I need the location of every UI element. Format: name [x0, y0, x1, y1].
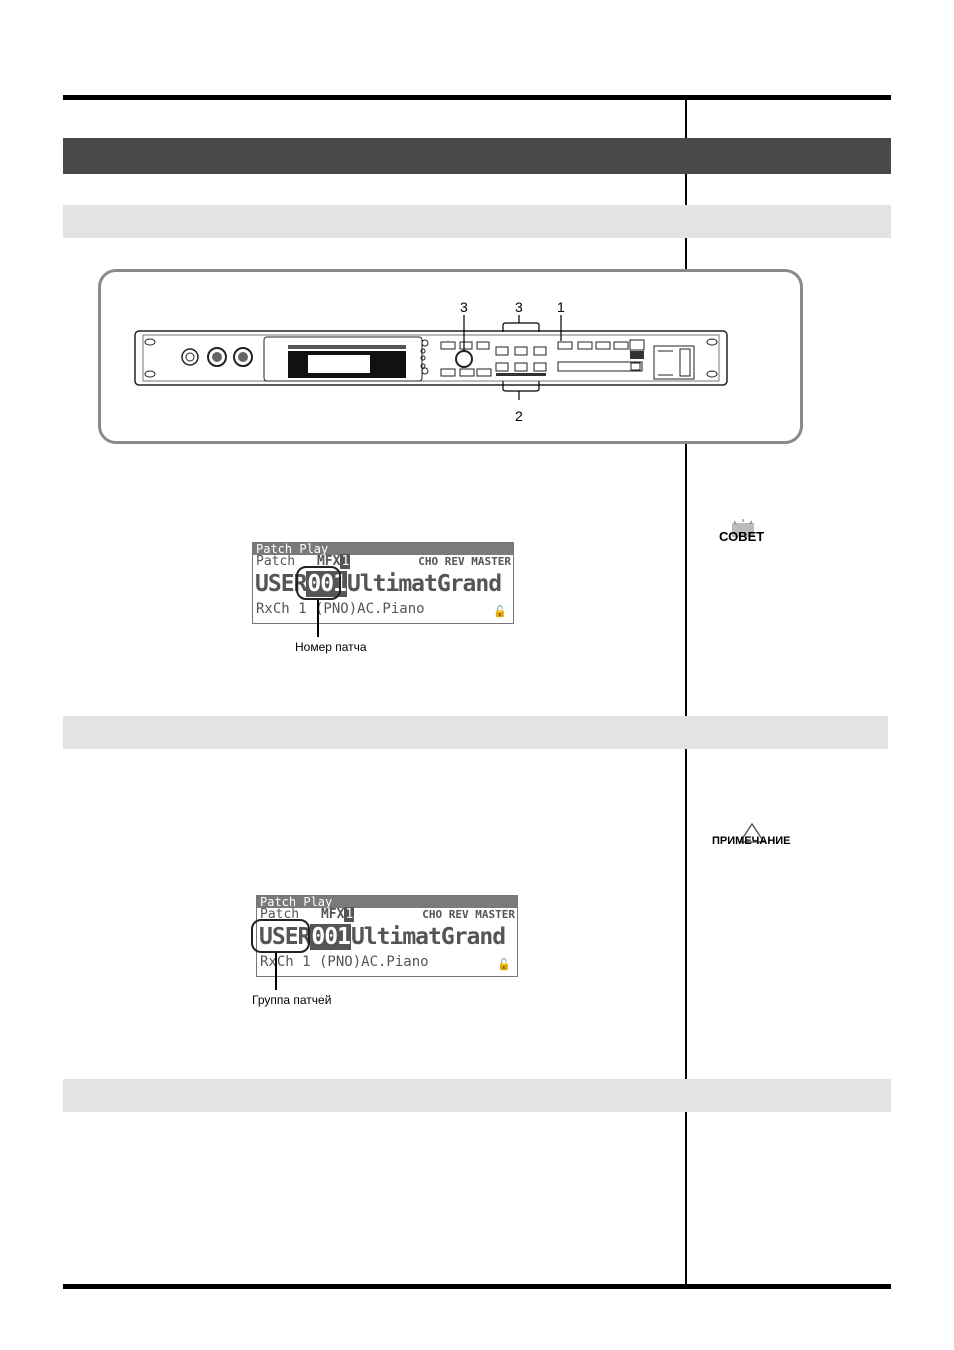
lcd-patch-name: UltimatGrand [350, 924, 506, 950]
lcd-rx-row: RxCh 1 (PNO)AC.Piano [256, 601, 425, 617]
lcd-effect-tags: CHO REV MASTER [418, 555, 511, 569]
section-heading-bar [63, 138, 891, 174]
lcd-rx-row: RxCh 1 (PNO)AC.Piano [260, 954, 429, 970]
lcd-effect-tags: CHO REV MASTER [422, 908, 515, 922]
tip-lightbulb-icon [732, 519, 754, 537]
subsection-heading-bar [63, 205, 891, 238]
note-label: ПРИМЕЧАНИЕ [712, 835, 791, 847]
subsection-heading-bar [63, 716, 888, 749]
column-divider [685, 749, 687, 1079]
tip-label: СОВЕТ [719, 529, 765, 544]
device-illustration [134, 315, 728, 400]
lcd-patch-name: UltimatGrand [346, 571, 502, 597]
lock-icon: 🔓 [493, 606, 507, 618]
lcd-row2: Patch MFX1 CHO REV MASTER [253, 554, 513, 569]
menu-button [440, 341, 456, 350]
lcd-mfx-label: MFX [316, 554, 341, 569]
callout-number: 1 [557, 299, 565, 315]
lcd-patch-number: 001 [310, 924, 351, 950]
bottom-rule [63, 1284, 891, 1289]
callout-number: 3 [515, 299, 523, 315]
caption-patch-group: Группа патчей [252, 993, 332, 1007]
lcd-screenshot-patch-number: Patch Play Patch MFX1 CHO REV MASTER USE… [252, 542, 514, 624]
card-slot [557, 361, 643, 372]
inc-button [533, 346, 547, 356]
mode-button [557, 341, 573, 350]
lock-icon: 🔓 [497, 959, 511, 971]
lcd-mfx-label: MFX [320, 907, 345, 922]
caption-patch-number: Номер патча [295, 640, 367, 654]
lcd-patch-label: Patch [256, 554, 296, 569]
lcd-patch-row: USER001UltimatGrand [257, 922, 517, 952]
note-warning-icon [738, 822, 766, 843]
lcd-mfx-number: 1 [340, 554, 351, 569]
column-divider [685, 174, 687, 205]
lcd-row2: Patch MFX1 CHO REV MASTER [257, 907, 517, 922]
highlight-patch-number [296, 566, 341, 600]
column-divider [685, 238, 687, 716]
lcd-screenshot-patch-group: Patch Play Patch MFX1 CHO REV MASTER USE… [256, 895, 518, 977]
top-rule [63, 95, 891, 100]
callout-number: 2 [515, 408, 523, 424]
highlight-patch-group [251, 919, 310, 953]
dec-button [495, 346, 509, 356]
column-divider [685, 1112, 687, 1284]
lcd-patch-label: Patch [260, 907, 300, 922]
lcd-patch-row: USER001UltimatGrand [253, 569, 513, 599]
callout-number: 3 [460, 299, 468, 315]
lcd-title: Patch Play [253, 543, 513, 555]
column-divider [685, 100, 687, 138]
lcd-mfx-number: 1 [344, 907, 355, 922]
leader-line [317, 600, 319, 637]
lcd-title: Patch Play [257, 896, 517, 908]
value-dial [455, 350, 473, 368]
leader-line [275, 953, 277, 990]
subsection-heading-bar [63, 1079, 891, 1112]
